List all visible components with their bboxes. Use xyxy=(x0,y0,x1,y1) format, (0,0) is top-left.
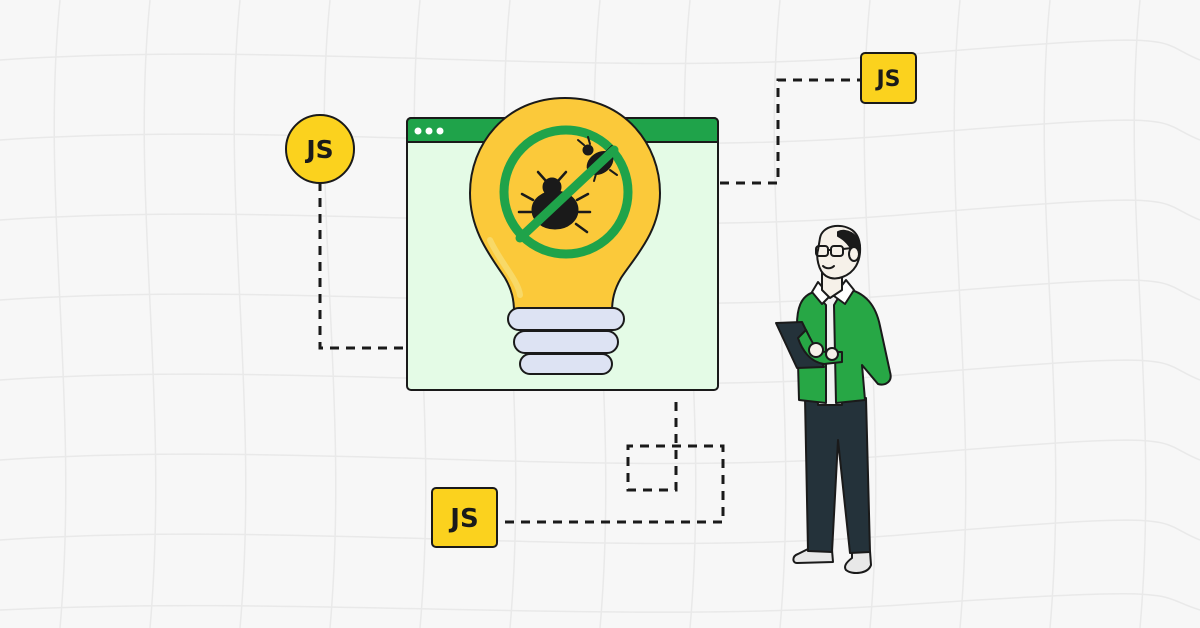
connector-bottom-a xyxy=(498,402,725,524)
connector-left xyxy=(318,182,407,350)
bulb-base-ring xyxy=(513,330,619,354)
ear xyxy=(848,246,860,262)
window-dot-icon xyxy=(425,127,433,135)
window-dot-icon xyxy=(414,127,422,135)
bulb-base-ring xyxy=(519,353,613,375)
no-bug-icon xyxy=(499,125,633,259)
pants xyxy=(804,397,871,554)
hand xyxy=(825,347,839,361)
glasses-icon xyxy=(815,245,853,257)
jacket-right xyxy=(833,287,892,404)
js-circle-badge: JS xyxy=(285,114,355,184)
js-badge-top-right: JS xyxy=(860,52,917,104)
js-top-right-label: JS xyxy=(874,67,900,92)
shoe xyxy=(844,550,872,574)
js-bottom-left-label: JS xyxy=(448,504,478,534)
person-illustration xyxy=(775,224,892,574)
window-dot-icon xyxy=(436,127,444,135)
connector-top-right xyxy=(720,78,860,185)
bulb-base-ring xyxy=(507,307,625,331)
dashed-connectors xyxy=(318,78,860,524)
smile xyxy=(822,265,835,270)
hand xyxy=(808,342,824,358)
js-badge-bottom-left: JS xyxy=(431,487,498,548)
js-circle-label: JS xyxy=(304,135,333,164)
